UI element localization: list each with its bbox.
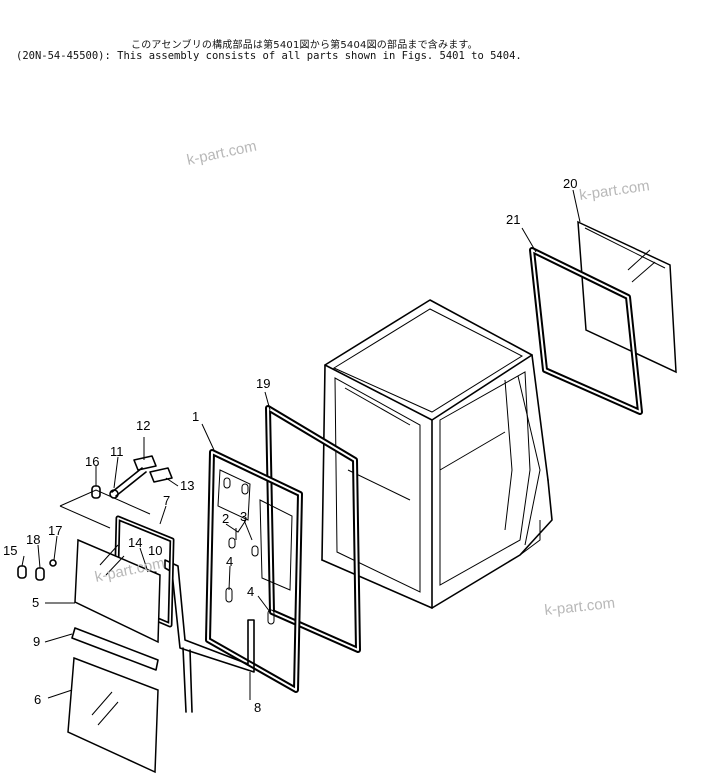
callout-17: 17 [48,523,62,538]
assembly-note-english: (20N-54-45500): This assembly consists o… [16,50,522,62]
cab-frame [321,299,553,609]
callout-7: 7 [163,493,170,508]
part-6-glass [67,656,159,774]
callout-16: 16 [85,454,99,469]
callout-18: 18 [26,532,40,547]
callout-19: 19 [256,376,270,391]
callout-8: 8 [254,700,261,715]
watermark-4: k-part.com [544,595,616,619]
watermark-2: k-part.com [578,177,651,204]
callout-4-lower: 4 [247,584,254,599]
callout-2: 2 [222,511,229,526]
header-notes: このアセンブリの構成部品は第5401図から第5404図の部品まで含みます。 (2… [0,0,718,70]
hardware-parts [17,455,173,581]
callout-9: 9 [33,634,40,649]
callout-21: 21 [506,212,520,227]
callout-10: 10 [148,543,162,558]
assembly-note-japanese: このアセンブリの構成部品は第5401図から第5404図の部品まで含みます。 [131,40,478,51]
callout-20: 20 [563,176,577,191]
part-5-glass [74,538,161,644]
callout-14: 14 [128,535,142,550]
part-1-door-frame [205,449,303,693]
callout-5: 5 [32,595,39,610]
callout-12: 12 [136,418,150,433]
callout-6: 6 [34,692,41,707]
part-21-rear-seal [529,247,643,415]
callout-3: 3 [240,509,247,524]
part-19-side-seal [265,405,361,653]
callout-15: 15 [3,543,17,558]
watermark-1: k-part.com [185,138,258,169]
callout-13: 13 [180,478,194,493]
callout-11: 11 [110,444,124,459]
part-9-rail [71,627,159,671]
callout-labels: 1 2 3 4 4 5 6 7 8 9 10 11 12 13 14 15 16… [3,176,577,715]
callout-1: 1 [192,409,199,424]
leader-lines [21,189,581,700]
callout-4-upper: 4 [226,554,233,569]
